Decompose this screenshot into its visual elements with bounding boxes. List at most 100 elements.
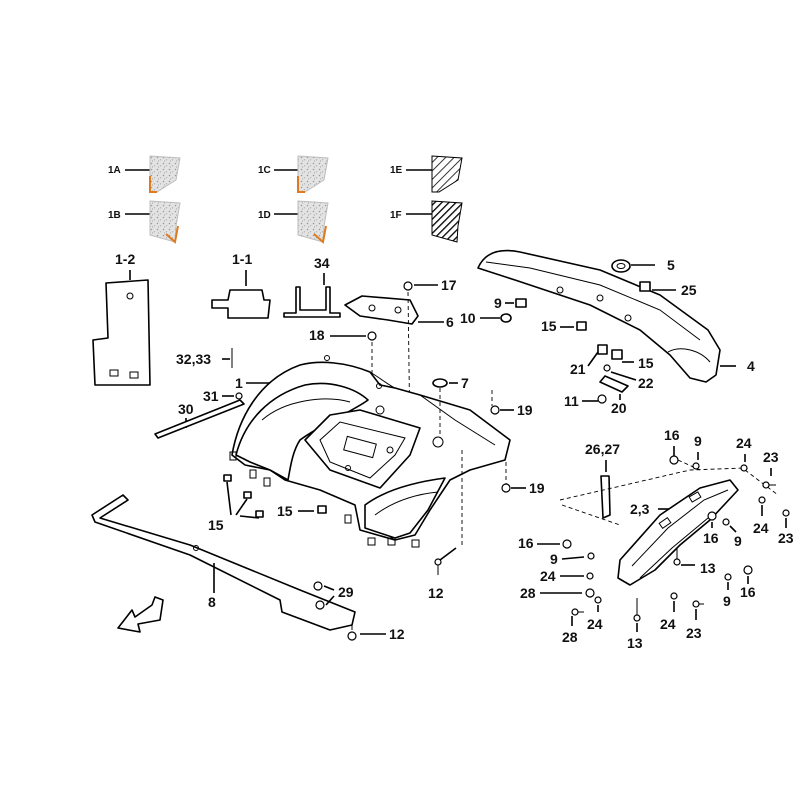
washer-24-a: 24: [736, 435, 752, 472]
bolt-13-a: 13: [673, 548, 716, 576]
washer-9-b: 9: [692, 433, 702, 470]
svg-text:15: 15: [208, 517, 224, 533]
svg-text:1: 1: [235, 375, 243, 391]
screw-12-lower: 12: [347, 620, 405, 642]
svg-text:15: 15: [277, 503, 293, 519]
svg-text:19: 19: [517, 402, 533, 418]
cap-7: 7: [432, 375, 469, 435]
svg-text:28: 28: [562, 629, 578, 645]
svg-text:13: 13: [627, 635, 643, 651]
bolt-23-c: 23: [686, 600, 704, 641]
svg-text:5: 5: [667, 257, 675, 273]
swatch-1D: 1D: [258, 200, 329, 244]
svg-text:1F: 1F: [390, 210, 402, 221]
clip-15-right: 15: [611, 349, 654, 371]
svg-text:17: 17: [441, 277, 457, 293]
washer-24-c: 24: [540, 568, 594, 584]
svg-text:13: 13: [700, 560, 716, 576]
svg-text:21: 21: [570, 361, 586, 377]
swatch-1C: 1C: [258, 155, 329, 193]
svg-text:18: 18: [309, 327, 325, 343]
svg-text:23: 23: [763, 449, 779, 465]
svg-text:32,33: 32,33: [176, 351, 211, 367]
svg-text:2,3: 2,3: [630, 501, 650, 517]
svg-text:10: 10: [460, 310, 476, 326]
swatch-1E: 1E: [390, 155, 463, 193]
part-2-3-footrest: 2,3: [559, 467, 779, 586]
bolt-23-a: 23: [762, 449, 779, 489]
svg-text:24: 24: [540, 568, 556, 584]
svg-text:24: 24: [753, 520, 769, 536]
bolt-16-c: 16: [518, 535, 572, 551]
bolt-16-a: 16: [664, 427, 701, 471]
svg-text:16: 16: [740, 584, 756, 600]
svg-text:1B: 1B: [108, 210, 121, 221]
bolt-19-upper: 19: [490, 390, 533, 418]
svg-text:22: 22: [638, 375, 654, 391]
svg-text:28: 28: [520, 585, 536, 601]
svg-text:8: 8: [208, 594, 216, 610]
part-1-2-panel: 1-2: [92, 251, 151, 386]
svg-text:1-1: 1-1: [232, 251, 252, 267]
svg-text:9: 9: [694, 433, 702, 449]
svg-text:9: 9: [494, 295, 502, 311]
svg-text:26,27: 26,27: [585, 441, 620, 457]
svg-text:7: 7: [461, 375, 469, 391]
svg-text:16: 16: [703, 530, 719, 546]
bolt-28-a: 28: [520, 585, 595, 601]
rod-30: 30: [154, 399, 245, 439]
bolt-16-b: 16: [703, 511, 719, 546]
screw-12-upper: 12: [428, 450, 463, 601]
bracket-20: 20: [599, 375, 629, 416]
swatch-1B: 1B: [108, 200, 181, 244]
part-1-rear-fender: 1: [229, 355, 511, 548]
swatch-1F: 1F: [390, 200, 463, 243]
clip-21: 21: [570, 344, 608, 377]
svg-text:24: 24: [587, 616, 603, 632]
bolt-17: 17: [403, 277, 457, 441]
bolt-13-b: 13: [627, 598, 643, 651]
washer-9-c: 9: [722, 518, 742, 549]
svg-text:1E: 1E: [390, 165, 403, 176]
clip-15-center: 15: [277, 503, 327, 519]
svg-text:1-2: 1-2: [115, 251, 135, 267]
part-8-frame-bar: 8: [91, 494, 356, 631]
svg-text:4: 4: [747, 358, 755, 374]
bolt-23-b: 23: [778, 509, 794, 546]
svg-text:11: 11: [564, 393, 579, 409]
clips-15-left: 15: [208, 474, 264, 533]
bolt-16-d: 16: [740, 565, 756, 600]
svg-text:1D: 1D: [258, 210, 271, 221]
screw-22: 22: [603, 364, 654, 391]
washer-24-e: 24: [660, 592, 678, 632]
svg-text:30: 30: [178, 401, 194, 417]
svg-text:12: 12: [428, 585, 444, 601]
washer-24-d: 24: [587, 596, 603, 632]
clip-31: 31: [203, 388, 243, 404]
bolt-11: 11: [564, 393, 607, 409]
clip-15-upper: 15: [541, 318, 587, 334]
washer-24-b: 24: [753, 496, 769, 536]
svg-text:1C: 1C: [258, 165, 271, 176]
part-6-plate: 6: [344, 295, 454, 330]
svg-text:15: 15: [541, 318, 557, 334]
svg-text:19: 19: [529, 480, 545, 496]
svg-text:23: 23: [686, 625, 702, 641]
svg-text:23: 23: [778, 530, 794, 546]
grommet-5: 5: [611, 257, 675, 273]
svg-text:1A: 1A: [108, 165, 121, 176]
svg-text:34: 34: [314, 255, 330, 271]
svg-text:9: 9: [734, 533, 742, 549]
svg-text:12: 12: [389, 626, 405, 642]
bolt-19-lower: 19: [501, 462, 545, 496]
svg-text:25: 25: [681, 282, 697, 298]
svg-text:16: 16: [518, 535, 534, 551]
svg-text:16: 16: [664, 427, 680, 443]
svg-text:24: 24: [660, 616, 676, 632]
svg-text:6: 6: [446, 314, 454, 330]
part-34-frame: 34: [283, 255, 341, 318]
svg-text:29: 29: [338, 584, 354, 600]
part-1-1-bracket: 1-1: [211, 251, 271, 319]
swatch-1A: 1A: [108, 155, 181, 193]
